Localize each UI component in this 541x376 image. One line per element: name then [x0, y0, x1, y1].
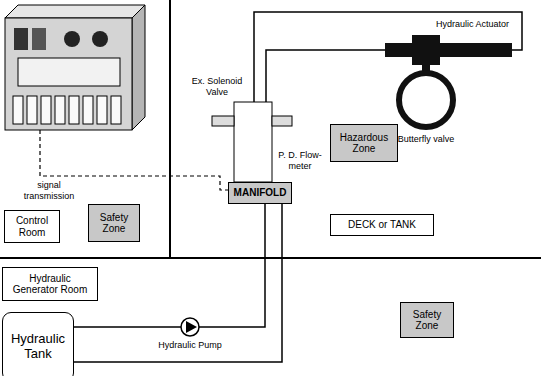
node-text: MANIFOLD	[234, 187, 287, 199]
panel-meter	[14, 28, 28, 50]
manifold-box: MANIFOLD	[228, 182, 292, 204]
node-text: Control Room	[9, 215, 55, 238]
zone-box: Safety Zone	[88, 204, 140, 242]
panel-button	[41, 96, 51, 124]
hydraulic-line	[254, 12, 522, 102]
node-text: Hazardous Zone	[335, 132, 393, 155]
room-box: Control Room	[4, 210, 60, 243]
solenoid-coil	[272, 116, 292, 126]
signal-label: signal transmission	[18, 180, 80, 202]
node-text: DECK or TANK	[348, 219, 416, 231]
panel-button	[27, 96, 37, 124]
panel-button	[111, 96, 121, 124]
hydraulic-line	[74, 204, 282, 362]
area-box: DECK or TANK	[330, 214, 434, 236]
hydraulic-line	[266, 50, 385, 102]
node-text: Safety Zone	[93, 212, 135, 235]
part-label: Ex. Solenoid Valve	[186, 76, 248, 98]
part-label: Hydraulic Pump	[150, 340, 230, 351]
pump-arrow	[186, 321, 197, 333]
panel-button	[97, 96, 107, 124]
panel-dial	[64, 31, 80, 47]
panel-front	[5, 18, 132, 130]
panel-top	[5, 5, 145, 18]
node-text: Hydraulic Tank	[7, 332, 69, 362]
zone-box: Hazardous Zone	[330, 124, 398, 162]
butterfly-valve-symbol	[399, 73, 453, 127]
zone-box: Safety Zone	[400, 302, 454, 338]
tank-box: Hydraulic Tank	[2, 312, 74, 376]
part-label: Butterfly valve	[386, 134, 466, 145]
panel-buttons	[13, 96, 121, 124]
valve-body	[234, 102, 272, 182]
panel-button	[83, 96, 93, 124]
panel-dial	[92, 31, 108, 47]
node-text: Safety Zone	[405, 309, 449, 332]
part-label: Hydraulic Actuator	[425, 19, 520, 30]
panel-screen	[18, 58, 120, 86]
pump-symbol	[181, 318, 199, 336]
panel-meter	[32, 28, 46, 50]
part-label: P. D. Flow-meter	[274, 150, 326, 172]
node-text: Hydraulic Generator Room	[7, 273, 93, 296]
panel-side	[132, 5, 145, 130]
actuator-body	[412, 35, 440, 65]
panel-button	[13, 96, 23, 124]
room-box: Hydraulic Generator Room	[2, 267, 98, 301]
panel-button	[69, 96, 79, 124]
actuator-cylinder	[385, 43, 512, 57]
signal-line	[40, 130, 228, 190]
zone-wall	[0, 257, 541, 259]
solenoid-coil	[212, 116, 234, 126]
panel-button	[55, 96, 65, 124]
zone-wall	[169, 0, 171, 258]
